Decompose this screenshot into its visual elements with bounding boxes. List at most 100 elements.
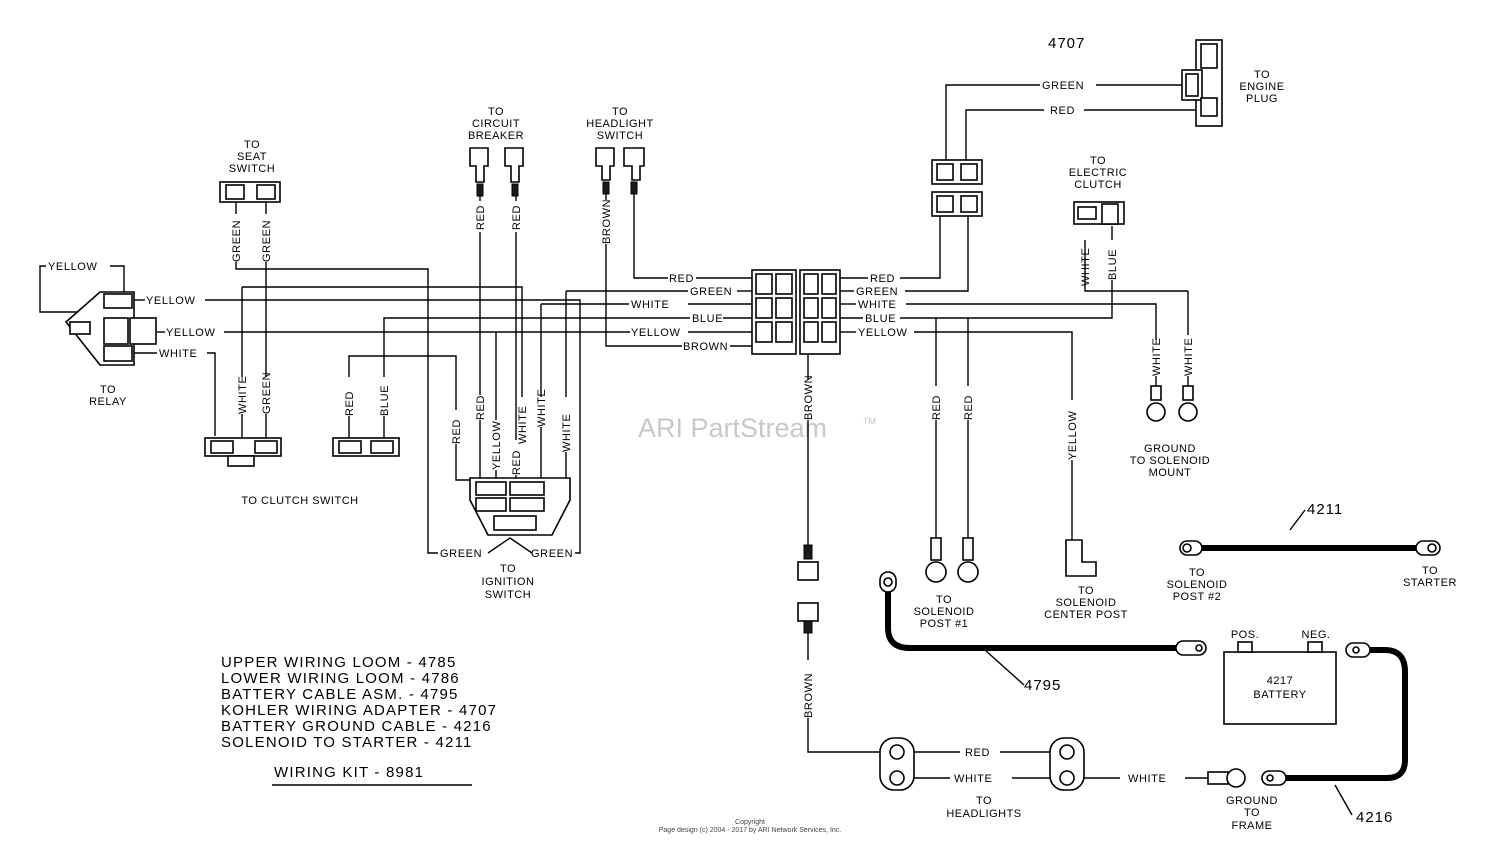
label-line: POST #2: [1173, 591, 1222, 603]
wire-label-red: RED: [1050, 105, 1075, 117]
solenoid-center-label: TO: [1078, 585, 1094, 597]
wire-label-green: GREEN: [231, 220, 243, 262]
starter-label: TO: [1422, 565, 1438, 577]
wire-label-yellow: YELLOW: [48, 261, 97, 273]
wire-label-red: RED: [931, 395, 943, 420]
label-line: SEAT: [237, 151, 267, 163]
label-line: BREAKER: [468, 130, 524, 142]
part-4216-label: 4216: [1356, 809, 1393, 826]
wire-label-red: RED: [344, 391, 356, 416]
clutch-switch-connector: [204, 437, 400, 467]
wire-label-brown: BROWN: [803, 673, 815, 718]
right-loom-block: [799, 269, 841, 355]
wire-label-blue: BLUE: [379, 385, 391, 416]
legend-item: SOLENOID TO STARTER - 4211: [221, 734, 473, 751]
wire-label-white: WHITE: [858, 299, 896, 311]
part-numbers: 4707 4211 4795 4216 POS. NEG. 4217 BATTE…: [1024, 35, 1393, 826]
wire-label-red: RED: [965, 747, 990, 759]
headlights-label: TO: [976, 795, 992, 807]
wire-label-blue: BLUE: [1107, 249, 1119, 280]
wire-label-yellow: YELLOW: [146, 295, 195, 307]
legend-item: BATTERY CABLE ASM. - 4795: [221, 686, 459, 703]
part-4707-label: 4707: [1048, 35, 1085, 52]
wire-label-yellow: YELLOW: [166, 327, 215, 339]
wire-label-white: WHITE: [1128, 773, 1166, 785]
label-line: STARTER: [1403, 577, 1457, 589]
label-line: SOLENOID: [1056, 597, 1117, 609]
headlight-switch-terminals: [595, 147, 645, 195]
harness-wires: [39, 84, 1208, 779]
wire-label-white: WHITE: [1183, 338, 1195, 376]
ground-frame-label: GROUND: [1226, 795, 1278, 807]
legend-item: UPPER WIRING LOOM - 4785: [221, 654, 457, 671]
wire-label-white: WHITE: [561, 414, 573, 452]
clutch-switch-label: TO CLUTCH SWITCH: [241, 495, 358, 507]
label-line: POST #1: [920, 618, 969, 630]
cable-4795: [879, 571, 1207, 686]
wire-color-labels: YELLOW YELLOW YELLOW WHITE RED GREEN WHI…: [48, 80, 1166, 785]
wire-label-brown: BROWN: [803, 375, 815, 420]
wire-label-green: GREEN: [261, 372, 273, 414]
label-line: RELAY: [89, 396, 127, 408]
wire-label-blue: BLUE: [865, 313, 896, 325]
relay-label: TO: [100, 384, 116, 396]
battery-pos-label: POS.: [1231, 629, 1259, 641]
label-line: HEADLIGHT: [586, 118, 653, 130]
label-line: MOUNT: [1149, 467, 1192, 479]
wire-label-red: RED: [669, 273, 694, 285]
page-design-label: Page design (c) 2004 - 2017 by ARI Netwo…: [659, 827, 842, 834]
ignition-switch-label: TO: [500, 563, 516, 575]
wire-label-green: GREEN: [1042, 80, 1084, 92]
label-line: SWITCH: [229, 163, 275, 175]
relay-connector: [64, 291, 157, 366]
cable-4216: [1261, 642, 1408, 816]
wire-label-white: WHITE: [517, 406, 529, 444]
part-4795-label: 4795: [1024, 677, 1061, 694]
engine-plug-label: TO: [1254, 69, 1270, 81]
wire-label-white: WHITE: [631, 299, 669, 311]
label-line: CIRCUIT: [472, 118, 520, 130]
ring-terminals: [797, 385, 1246, 788]
circuit-breaker-terminals: [469, 147, 524, 197]
wiring-kit-label: WIRING KIT - 8981: [274, 764, 424, 781]
wire-label-red: RED: [451, 419, 463, 444]
parts-legend: UPPER WIRING LOOM - 4785 LOWER WIRING LO…: [221, 654, 497, 786]
battery-label: BATTERY: [1253, 689, 1306, 701]
wire-label-blue: BLUE: [692, 313, 723, 325]
part-4211-label: 4211: [1307, 501, 1343, 518]
battery-neg-label: NEG.: [1302, 629, 1331, 641]
label-line: CENTER POST: [1044, 609, 1128, 621]
wire-label-yellow: YELLOW: [631, 327, 680, 339]
wire-label-white: WHITE: [1080, 248, 1092, 286]
engine-plug-connector: [1181, 39, 1223, 127]
ignition-switch-connector: [469, 477, 571, 554]
label-line: TO: [1244, 807, 1260, 819]
label-line: PLUG: [1246, 93, 1278, 105]
solenoid-post1-label: TO: [936, 594, 952, 606]
wire-label-green: GREEN: [856, 286, 898, 298]
wire-label-green: GREEN: [690, 286, 732, 298]
legend-item: KOHLER WIRING ADAPTER - 4707: [221, 702, 497, 719]
battery-number: 4217: [1267, 675, 1293, 687]
watermark-tm: TM: [863, 416, 876, 426]
wire-color-labels-vertical: GREEN GREEN RED RED BROWN WHITE GREEN RE…: [231, 199, 1195, 718]
wire-label-white: WHITE: [536, 389, 548, 427]
destination-labels: TO SEAT SWITCH TO CIRCUIT BREAKER TO HEA…: [89, 69, 1457, 832]
wire-label-yellow: YELLOW: [491, 421, 503, 470]
circuit-breaker-label: TO: [488, 106, 504, 118]
label-line: IGNITION: [482, 576, 535, 588]
wire-label-yellow: YELLOW: [1067, 411, 1079, 460]
wire-label-red: RED: [511, 450, 523, 475]
headlight-switch-label: TO: [612, 106, 628, 118]
label-line: HEADLIGHTS: [946, 808, 1021, 820]
wire-label-green: GREEN: [261, 220, 273, 262]
label-line: ENGINE: [1239, 81, 1284, 93]
electric-clutch-connector: [1073, 201, 1125, 225]
legend-item: LOWER WIRING LOOM - 4786: [221, 670, 460, 687]
wire-label-white: WHITE: [237, 376, 249, 414]
label-line: SOLENOID: [1167, 579, 1228, 591]
label-line: FRAME: [1232, 820, 1273, 832]
engine-adapter-connectors: [931, 159, 983, 217]
wire-label-red: RED: [511, 205, 523, 230]
wire-label-red: RED: [963, 395, 975, 420]
